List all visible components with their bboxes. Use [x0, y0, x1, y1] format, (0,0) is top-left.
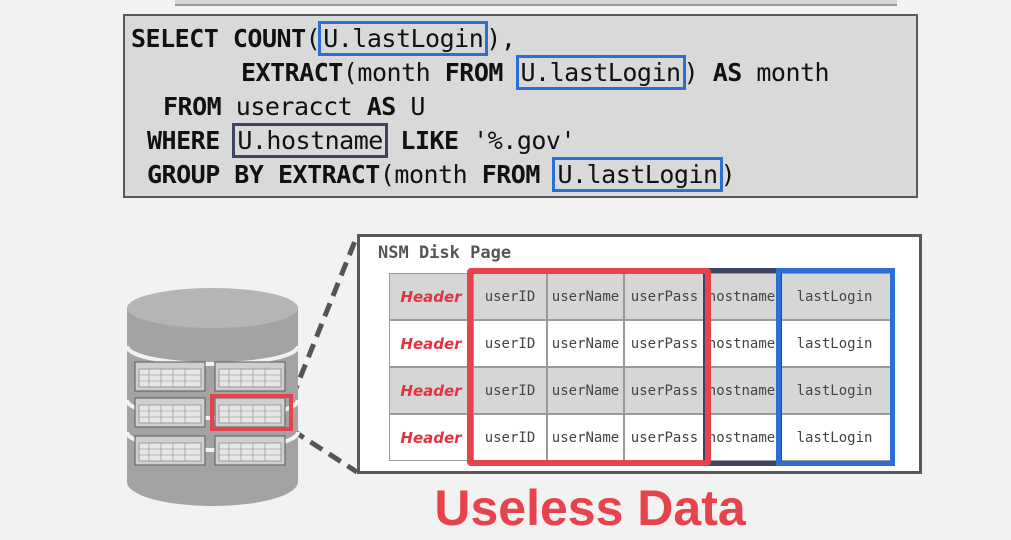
cell-userid: userID: [473, 414, 547, 461]
cell-header: Header: [389, 414, 473, 461]
sql-keyword: COUNT: [232, 24, 306, 53]
sql-line-where: WHERE U.hostname LIKE '%.gov': [147, 123, 576, 158]
zoom-line-top: [289, 235, 360, 399]
sql-text: (: [305, 24, 321, 53]
cell-lastlogin: lastLogin: [778, 367, 891, 414]
cell-userpass: userPass: [624, 367, 705, 414]
cell-userpass: userPass: [624, 320, 705, 367]
sql-keyword: FROM: [444, 58, 504, 87]
sql-text: '%.gov': [458, 126, 576, 155]
cell-hostname: hostname: [705, 414, 778, 461]
sql-query-box: SELECT COUNT(U.lastLogin), EXTRACT(month…: [123, 14, 918, 198]
sql-keyword: EXTRACT: [241, 58, 343, 87]
cell-lastlogin: lastLogin: [778, 320, 891, 367]
mini-page: [134, 397, 206, 428]
cell-header: Header: [389, 367, 473, 414]
sql-line-extract: EXTRACT(month FROM U.lastLogin) AS month: [241, 55, 830, 90]
sql-line-from: FROM useracct AS U: [163, 90, 425, 123]
sql-keyword: AS: [366, 92, 397, 121]
sql-column-hostname: U.hostname: [232, 123, 388, 158]
sql-text: U: [395, 92, 425, 121]
sql-keyword: WHERE: [147, 126, 220, 155]
sql-keyword: LIKE: [400, 126, 459, 155]
cell-username: userName: [547, 367, 624, 414]
cell-header: Header: [389, 320, 473, 367]
cell-header: Header: [389, 273, 473, 320]
sql-text: ),: [486, 24, 516, 53]
sql-keyword: FROM: [163, 92, 222, 121]
useless-columns-highlight: [467, 268, 711, 466]
sql-line-group-by: GROUP BY EXTRACT(month FROM U.lastLogin): [147, 157, 736, 192]
cell-lastlogin: lastLogin: [778, 273, 891, 320]
sql-column-lastlogin: U.lastLogin: [552, 157, 723, 192]
zoom-line-bottom: [290, 427, 359, 475]
sql-text: (month: [342, 58, 445, 87]
sql-text: (month: [379, 160, 482, 189]
sql-text: ): [720, 160, 736, 189]
cell-userid: userID: [473, 367, 547, 414]
sql-text: ): [683, 58, 713, 87]
cell-username: userName: [547, 273, 624, 320]
nsm-page-title: NSM Disk Page: [378, 243, 512, 263]
mini-page: [134, 361, 206, 392]
cell-userpass: userPass: [624, 273, 705, 320]
sql-line-select: SELECT COUNT(U.lastLogin),: [131, 21, 516, 56]
sql-text: month: [741, 58, 830, 87]
sql-keyword: SELECT: [131, 24, 219, 53]
cell-hostname: hostname: [705, 273, 778, 320]
sql-keyword: GROUP BY: [147, 160, 264, 189]
lastlogin-column-highlight: [776, 268, 895, 466]
cell-lastlogin: lastLogin: [778, 414, 891, 461]
cell-userid: userID: [473, 320, 547, 367]
mini-page: [214, 397, 286, 428]
sql-column-lastlogin: U.lastLogin: [318, 21, 489, 56]
sql-keyword: AS: [712, 58, 743, 87]
previous-slide-box-edge: [175, 0, 897, 6]
mini-page: [134, 435, 206, 466]
mini-page: [214, 361, 286, 392]
sql-keyword: FROM: [481, 160, 541, 189]
cell-username: userName: [547, 414, 624, 461]
sql-column-lastlogin: U.lastLogin: [515, 55, 686, 90]
hostname-column-highlight: [703, 268, 782, 466]
selected-page-highlight: [210, 394, 293, 431]
useless-data-caption: Useless Data: [434, 480, 746, 536]
database-disk-icon: [125, 288, 300, 506]
cell-username: userName: [547, 320, 624, 367]
cell-hostname: hostname: [705, 367, 778, 414]
sql-text: useracct: [221, 92, 367, 121]
mini-page: [214, 435, 286, 466]
sql-keyword: EXTRACT: [277, 160, 380, 189]
cell-userid: userID: [473, 273, 547, 320]
